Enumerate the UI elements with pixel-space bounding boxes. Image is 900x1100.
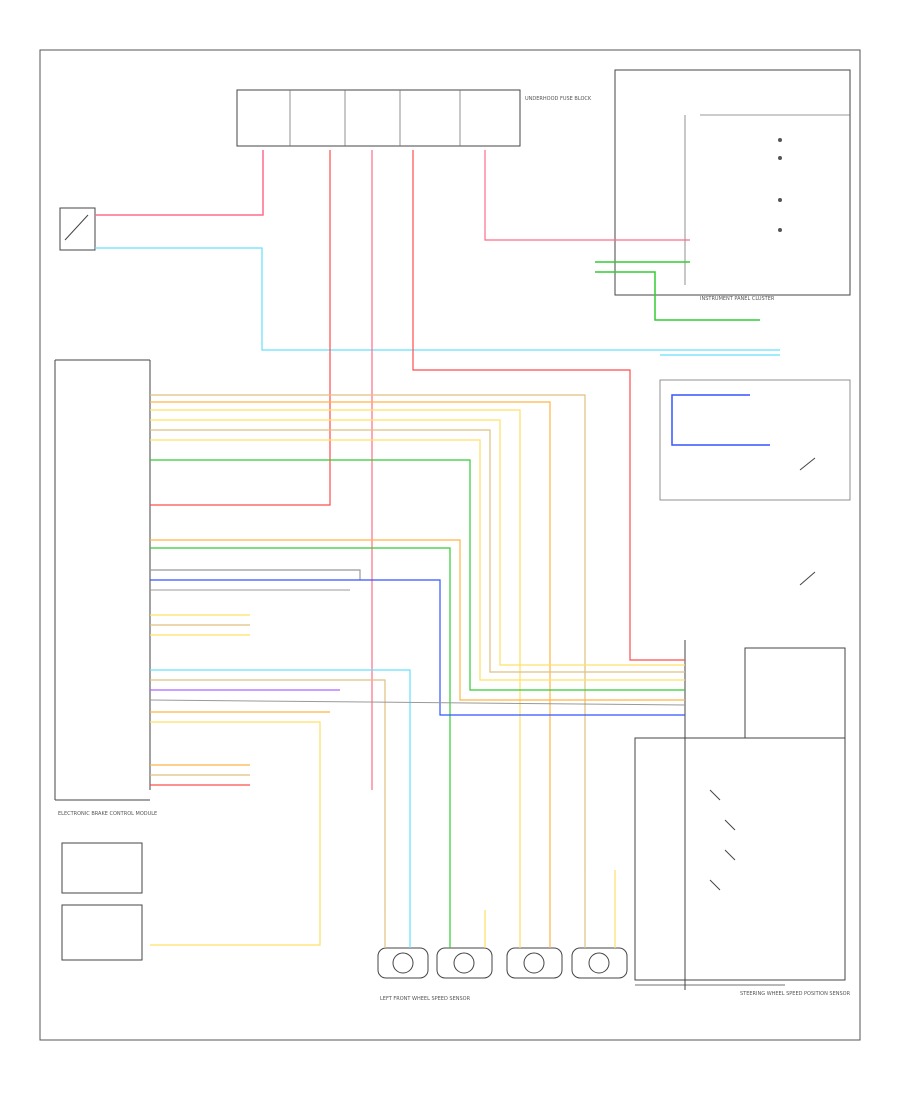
ebcm-label: ELECTRONIC BRAKE CONTROL MODULE [58,811,157,817]
wire-lightblue-brake [95,247,780,351]
wire-gray-lower [149,699,686,706]
right-switches [659,379,851,586]
wire-ebcm-11 [150,579,685,716]
wire-ebcm-8 [150,539,685,701]
wire-lb-lower [150,669,411,910]
cluster-label: INSTRUMENT PANEL CLUSTER [700,296,775,302]
wheel-sensor-lr [506,947,563,979]
brake-switch [59,207,96,251]
steering-sensor: STEERING WHEEL SPEED POSITION SENSOR [634,640,851,997]
wheel-sensor-rr [571,947,628,979]
wheel-sensor-rf [436,947,493,979]
instrument-cluster: INSTRUMENT PANEL CLUSTER [614,69,851,302]
wire-ebcm-2 [150,401,551,870]
wire-red-1 [150,150,331,506]
ebcm-module: ELECTRONIC BRAKE CONTROL MODULE [54,359,157,817]
steering-sensor-label: STEERING WHEEL SPEED POSITION SENSOR [740,991,851,997]
wire-tan-lower [150,679,386,910]
wire-ebcm-10 [150,569,361,580]
wire-ebcm-6 [150,439,685,681]
wire-green-2 [595,271,760,321]
wire-orange-lower-2 [150,721,321,946]
fuse-block: UNDERHOOD FUSE BLOCK [236,89,592,147]
wire-ebcm-5 [150,429,685,673]
wire-pink-cluster [484,150,690,241]
wire-ebcm-9 [150,547,451,870]
diagram-border [39,49,861,1041]
wire-ebcm-3 [150,409,521,870]
wire-pink-brake [95,150,264,216]
wheel-sensor-lf-label: LEFT FRONT WHEEL SPEED SENSOR [380,996,471,1002]
wire-red-3 [412,150,685,661]
fuse-block-label: UNDERHOOD FUSE BLOCK [525,96,592,102]
wheel-sensor-lf [377,947,429,979]
wire-ebcm-4 [150,419,685,666]
wire-ebcm-1 [150,394,586,870]
wire-ebcm-7 [150,459,685,691]
lower-left-module [61,842,143,961]
wire-blue-right [671,394,770,446]
